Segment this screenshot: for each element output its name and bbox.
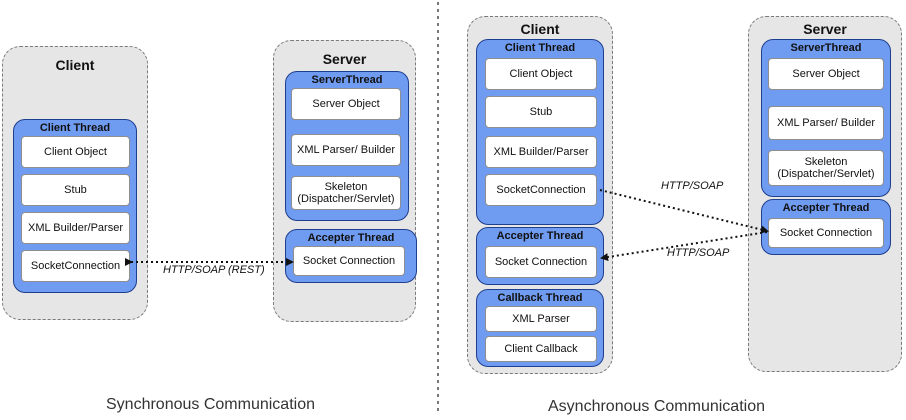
sync-link-label: HTTP/SOAP (REST) [163,264,265,276]
async-client-xml-builder: XML Builder/Parser [485,136,597,168]
sync-server-socket-connection: Socket Connection [293,246,405,276]
async-server-skeleton: Skeleton (Dispatcher/Servlet) [768,150,884,186]
async-client-socket-connection: SocketConnection [485,174,597,206]
sync-client-box: Client Client Thread Client Object Stub … [2,46,148,320]
async-client-stub: Stub [485,96,597,128]
async-server-accepter-title: Accepter Thread [782,202,870,214]
sync-server-accepter-title: Accepter Thread [307,232,395,244]
sync-server-skeleton: Skeleton (Dispatcher/Servlet) [291,176,401,210]
async-client-callback-title: Callback Thread [497,292,583,304]
async-server-title: Server [803,21,847,37]
sync-client-socket-connection: SocketConnection [21,250,130,282]
async-request-connector [599,189,769,234]
async-client-title: Client [520,21,560,37]
async-client-object: Client Object [485,58,597,90]
async-server-thread-title: ServerThread [790,42,862,54]
sync-client-stub: Stub [21,174,130,206]
async-client-thread: Client Thread Client Object Stub XML Bui… [476,39,604,225]
sync-client-xml-builder: XML Builder/Parser [21,212,130,244]
async-caption: Asynchronous Communication [548,398,765,415]
async-client-thread-title: Client Thread [504,42,576,54]
async-client-callback: Client Callback [485,336,597,362]
async-client-xml-parser: XML Parser [485,306,597,332]
sync-client-title: Client [55,57,95,73]
sync-server-thread: ServerThread Server Object XML Parser/ B… [285,71,409,221]
sync-server-title: Server [322,51,367,67]
async-client-callback-thread: Callback Thread XML Parser Client Callba… [476,289,604,367]
sync-caption: Synchronous Communication [106,396,315,413]
async-server-socket-connection: Socket Connection [768,218,884,248]
async-server-object: Server Object [768,58,884,90]
async-client-accepter-title: Accepter Thread [496,230,584,242]
async-server-xml-parser: XML Parser/ Builder [768,106,884,140]
sync-server-box: Server ServerThread Server Object XML Pa… [273,40,417,322]
async-client-accepter-thread: Accepter Thread Socket Connection [476,227,604,285]
sync-client-thread-title: Client Thread [39,122,111,134]
sync-server-thread-title: ServerThread [311,74,383,86]
sync-client-thread: Client Thread Client Object Stub XML Bui… [13,119,137,293]
async-server-accepter-thread: Accepter Thread Socket Connection [761,199,891,255]
async-server-thread: ServerThread Server Object XML Parser/ B… [761,39,891,197]
async-server-box: Server ServerThread Server Object XML Pa… [748,16,902,372]
sync-server-xml-parser: XML Parser/ Builder [291,134,401,166]
sync-client-object: Client Object [21,136,130,168]
async-client-box: Client Client Thread Client Object Stub … [467,16,613,374]
async-client-accepter-socket-connection: Socket Connection [485,246,597,278]
sync-server-object: Server Object [291,88,401,120]
sync-server-accepter-thread: Accepter Thread Socket Connection [285,229,417,283]
async-response-connector [600,231,768,262]
async-link-label-response: HTTP/SOAP [667,247,730,259]
async-link-label-request: HTTP/SOAP [661,180,724,192]
